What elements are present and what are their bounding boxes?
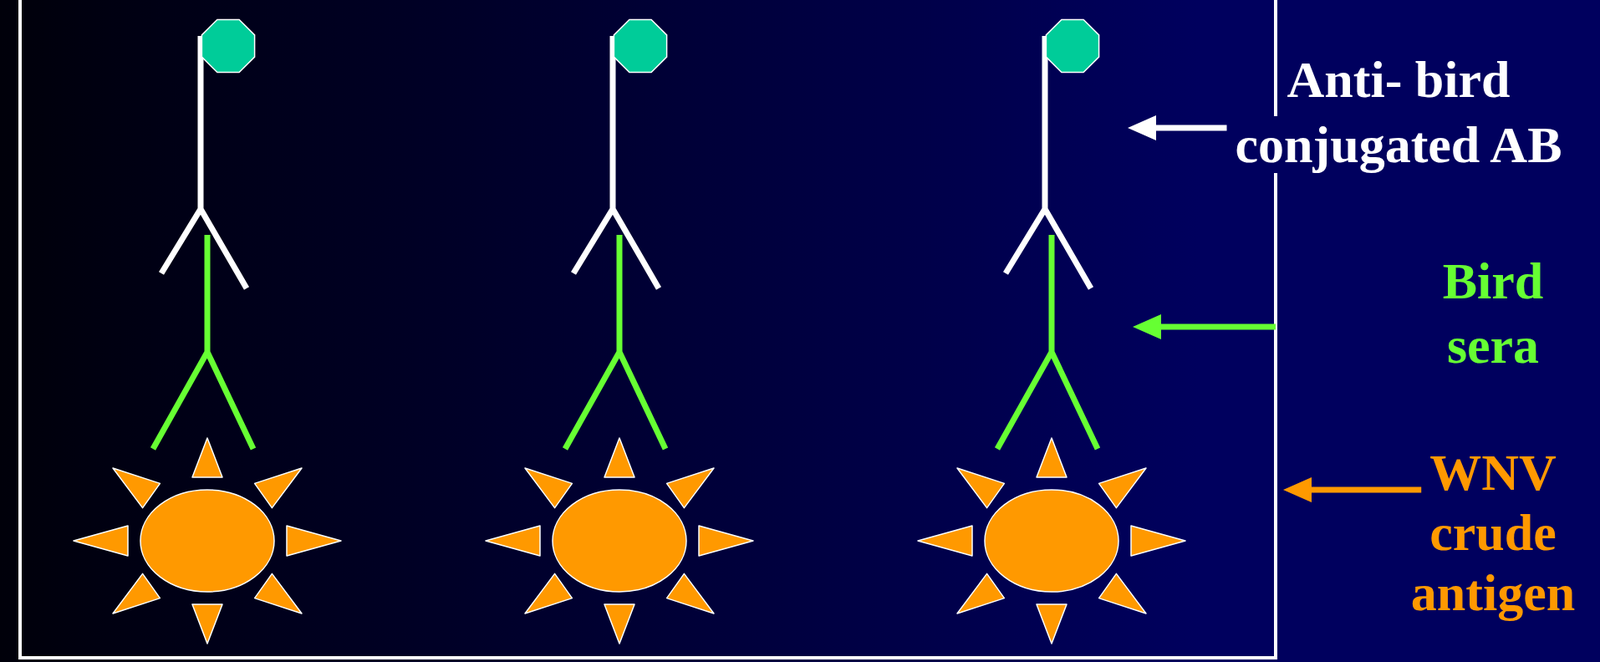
arrow-head bbox=[1283, 477, 1312, 503]
arrow-shaft bbox=[1154, 125, 1228, 132]
leader-arrow bbox=[1127, 115, 1228, 141]
arrow-head bbox=[1127, 115, 1157, 141]
part-label: Anti- bird conjugated AB bbox=[1235, 50, 1563, 174]
part-label: Bird sera bbox=[1442, 252, 1544, 374]
assay-unit bbox=[485, 19, 754, 644]
leader-arrow bbox=[1132, 314, 1276, 340]
label-box: WNV crude antigen bbox=[1396, 442, 1590, 623]
arrow-shaft bbox=[1309, 487, 1422, 494]
arrow-shaft bbox=[1159, 324, 1276, 331]
label-box: Bird sera bbox=[1409, 249, 1577, 378]
assay-unit bbox=[917, 19, 1186, 644]
part-label: WNV crude antigen bbox=[1411, 443, 1575, 622]
label-box: Anti- bird conjugated AB bbox=[1206, 46, 1591, 178]
leader-arrow bbox=[1283, 477, 1422, 503]
well-frame bbox=[18, 0, 1278, 658]
arrow-head bbox=[1132, 314, 1162, 340]
assay-unit bbox=[73, 19, 342, 644]
